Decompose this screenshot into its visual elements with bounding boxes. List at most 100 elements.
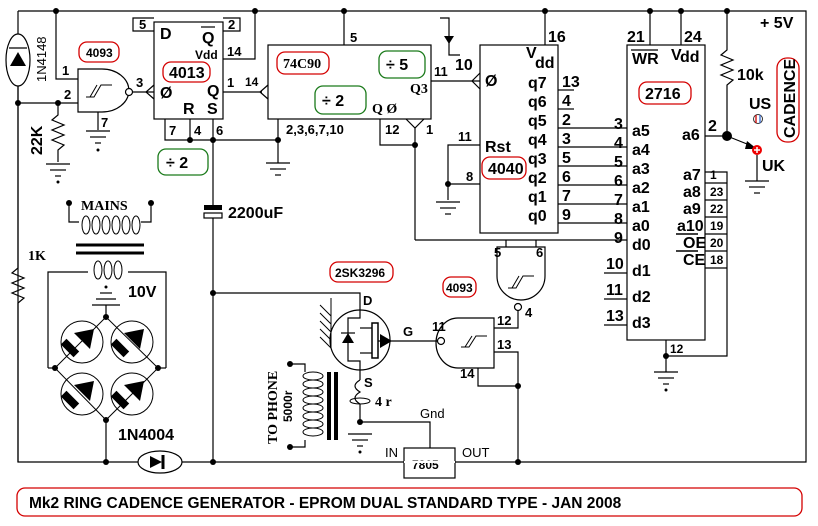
pin-label: 5 <box>494 245 501 260</box>
pin-label: 13 <box>562 74 580 91</box>
ff-q-label: Q <box>207 83 219 100</box>
coil-4r-label: 4 r <box>375 395 392 410</box>
reg-out-label: OUT <box>462 445 490 460</box>
nand-gate-1 <box>77 68 130 113</box>
eprom-pin-a10: a10 <box>677 218 704 235</box>
pin-label: 10 <box>606 256 624 273</box>
ground-switch <box>745 180 769 194</box>
eprom-input-a3: a3 <box>632 161 650 178</box>
chip-label-4093-b <box>442 276 477 298</box>
pin-label: 10 <box>455 57 473 74</box>
reg-in-label: IN <box>385 445 398 460</box>
pin-label: 5 <box>350 30 357 45</box>
mains-secondary-coil <box>93 260 123 280</box>
eprom-vdd-sub: dd <box>680 49 700 66</box>
nand-gate-3 <box>435 317 495 369</box>
c4040-output-q0: q0 <box>528 208 547 225</box>
chip-label-74c90 <box>276 51 330 75</box>
ff-d-label: D <box>160 26 172 43</box>
eprom-pin-a9: a9 <box>683 201 701 218</box>
c4040-output-q6: q6 <box>528 94 547 111</box>
pin-label: 8 <box>466 169 473 184</box>
divider-90-b <box>314 85 367 115</box>
pin-label: 4 <box>194 123 202 138</box>
pin-label: 4 <box>562 93 571 110</box>
ground-nand1 <box>86 130 110 144</box>
pin-label: 16 <box>548 29 566 46</box>
eprom-input-a1: a1 <box>632 199 650 216</box>
pin-label: 11 <box>434 64 448 79</box>
c90-q3-label: Q3 <box>410 82 428 97</box>
pin-label: 5 <box>139 17 146 32</box>
pin-label: 11 <box>432 319 446 334</box>
pin-label: 11 <box>606 282 623 299</box>
eprom-pin-a8: a8 <box>683 184 701 201</box>
c4040-vdd-sub: dd <box>535 55 555 72</box>
pin-label: 22 <box>710 202 724 216</box>
heatsink <box>319 298 332 349</box>
pin-label: 21 <box>627 29 645 46</box>
resistor-22k <box>50 103 66 162</box>
diode-1n4148 <box>5 33 31 87</box>
ground-eprom <box>654 371 678 385</box>
eprom-vdd: V <box>671 47 682 64</box>
c90-q0-label: Q Ø <box>372 102 397 117</box>
us-contact[interactable] <box>753 114 763 124</box>
pin-label: 14 <box>460 366 475 381</box>
mosfet-g-label: G <box>403 324 413 339</box>
eprom-pin-oe: OE <box>683 235 706 252</box>
pin-label: 13 <box>497 337 511 352</box>
pin-label: 3 <box>614 116 623 133</box>
pin-label: 14 <box>227 44 242 59</box>
schmitt-symbol <box>86 84 112 98</box>
ground-74c90 <box>266 162 290 176</box>
eprom-input-a4: a4 <box>632 142 650 159</box>
pin-label: 7 <box>169 123 176 138</box>
pin-label: 12 <box>385 122 399 137</box>
counter-4040 <box>479 44 559 234</box>
chip-label-4093-a <box>78 41 120 63</box>
nand3-bubble <box>436 336 446 346</box>
ff-qbar-label: Q <box>202 30 214 47</box>
res-22k-label: 22K <box>29 125 46 155</box>
eprom-a6: a6 <box>682 127 700 144</box>
ff-r-label: R <box>183 101 195 118</box>
ground-22k <box>46 163 70 177</box>
bridge-diode-label: 1N4004 <box>118 427 174 444</box>
eprom-input-a5: a5 <box>632 123 650 140</box>
eprom-pin-ce: CE <box>683 252 706 269</box>
pin-label: 4 <box>525 305 533 320</box>
c4040-output-q2: q2 <box>528 170 547 187</box>
pin-label: 2 <box>64 87 71 102</box>
chip-2716-text: 2716 <box>645 86 681 103</box>
chip-4040-text: 4040 <box>488 161 524 178</box>
pin-label: 11 <box>458 129 472 144</box>
pin-label: 2 <box>708 118 717 135</box>
eprom-input-d2: d2 <box>632 289 651 306</box>
diagram-title: Mk2 RING CADENCE GENERATOR - EPROM DUAL … <box>29 495 622 512</box>
coil-4r <box>354 379 362 422</box>
c4040-output-q5: q5 <box>528 113 547 130</box>
pin-label: 20 <box>710 236 724 250</box>
c4040-output-q4: q4 <box>528 132 547 149</box>
to-phone-label: TO PHONE <box>266 371 281 444</box>
pin-label: 7 <box>562 188 571 205</box>
divider-90-a <box>378 50 426 79</box>
divider-90-b-text: ÷ 2 <box>322 93 344 110</box>
chip-4093-b-text: 4093 <box>446 281 473 295</box>
pin-label: 13 <box>606 308 624 325</box>
pin-label: 9 <box>614 230 623 247</box>
pin-label: 12 <box>670 342 684 356</box>
c4040-vdd: V <box>526 45 537 62</box>
eprom-input-d3: d3 <box>632 315 651 332</box>
title-banner <box>16 487 803 517</box>
res-1k-label: 1K <box>28 249 46 264</box>
phone-ohms-label: 5000r <box>281 390 295 422</box>
cap-label: 2200uF <box>228 205 283 222</box>
pin-label: 1 <box>710 168 717 182</box>
switch-uk-label: UK <box>762 158 786 175</box>
pin-label: 12 <box>497 313 511 328</box>
chip-4093-a-text: 4093 <box>86 46 113 60</box>
